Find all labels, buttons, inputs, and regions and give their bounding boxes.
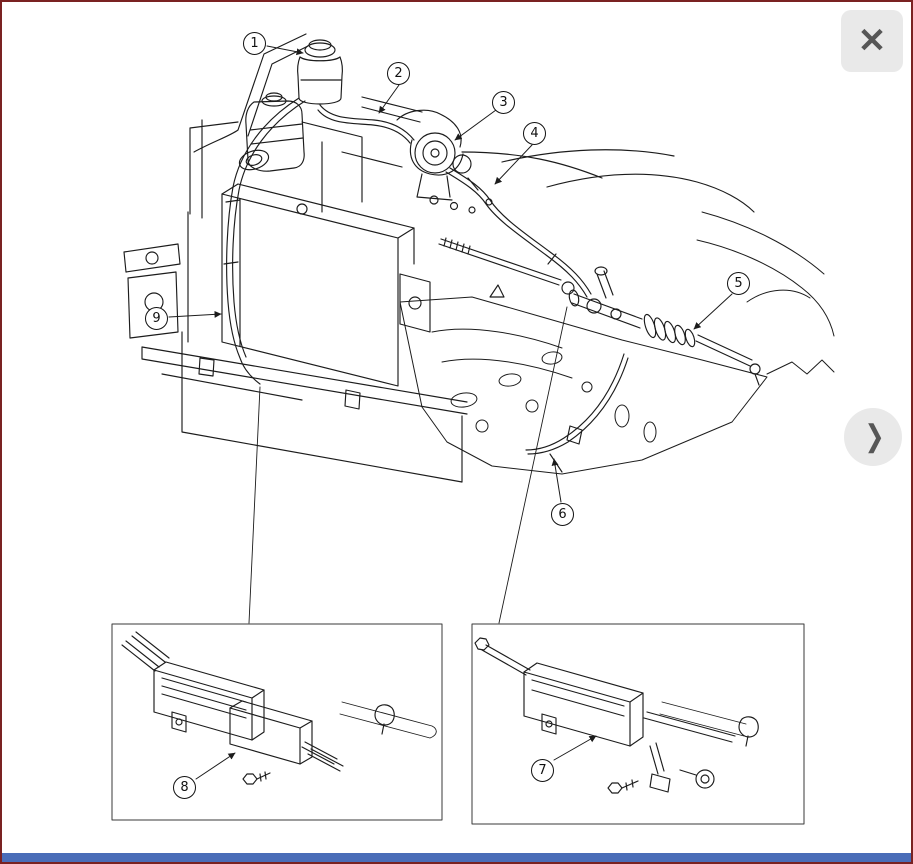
- ps-pump: [396, 109, 472, 201]
- callout-8: 8: [173, 776, 196, 799]
- close-button[interactable]: ✕: [841, 10, 903, 72]
- tube-detail-box: [471, 623, 805, 825]
- callout-6: 6: [551, 503, 574, 526]
- callout-3: 3: [492, 91, 515, 114]
- return-line: [223, 97, 306, 385]
- callout-1: 1: [243, 32, 266, 55]
- callout-5: 5: [727, 272, 750, 295]
- pressure-line: [445, 167, 592, 298]
- callout-leaders: [168, 45, 733, 780]
- callout-7: 7: [531, 759, 554, 782]
- bottom-accent-bar: [2, 853, 911, 862]
- cooler-detail-box: [111, 623, 443, 821]
- subframe: [399, 296, 768, 475]
- lower-hose: [525, 353, 629, 473]
- tie-rod: [438, 237, 575, 295]
- close-icon: ✕: [857, 22, 887, 60]
- right-fender-lines: [696, 211, 835, 375]
- next-button[interactable]: ❯: [844, 408, 902, 466]
- inset-leader-lines: [248, 306, 568, 624]
- chevron-right-icon: ❯: [864, 419, 885, 454]
- crossmember: [141, 331, 468, 483]
- callout-4: 4: [523, 122, 546, 145]
- coolant-reservoir: [245, 92, 305, 172]
- radiator: [221, 183, 431, 387]
- ps-reservoir: [297, 39, 343, 105]
- callout-9: 9: [145, 307, 168, 330]
- steering-rack: [568, 266, 761, 386]
- body-structure-lines: [189, 33, 755, 298]
- supply-hose: [317, 104, 415, 144]
- callout-2: 2: [387, 62, 410, 85]
